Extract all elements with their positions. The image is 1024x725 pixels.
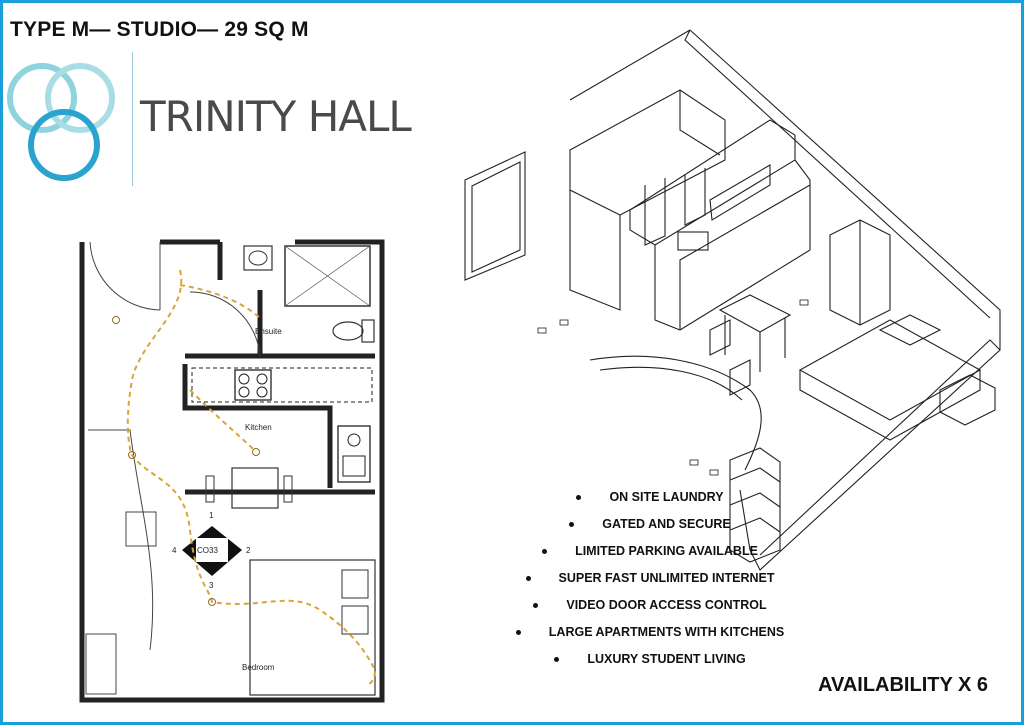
feature-text: ON SITE LAUNDRY: [609, 490, 724, 504]
storage-unit: [85, 633, 117, 695]
logo-divider: [132, 52, 133, 186]
camera-tag: CO33: [197, 546, 218, 555]
feature-text: LUXURY STUDENT LIVING: [587, 652, 746, 666]
camera-view-1: 1: [209, 511, 214, 520]
hob: [234, 369, 272, 401]
camera-view-3: 3: [209, 581, 214, 590]
feature-text: VIDEO DOOR ACCESS CONTROL: [566, 598, 767, 612]
brand-name: TRINITY HALL: [140, 92, 412, 141]
feature-item: LARGE APARTMENTS WITH KITCHENS: [440, 619, 860, 646]
features-list: ON SITE LAUNDRY GATED AND SECURE LIMITED…: [440, 484, 860, 673]
floor-plan: Ensuite Kitchen CO33 1 2 3 4 Bedroom: [79, 239, 385, 703]
shower: [284, 245, 371, 307]
desk-curve: [88, 429, 154, 651]
iso-desk: [589, 355, 762, 471]
basin: [243, 245, 273, 271]
iso-table: [709, 294, 792, 396]
dining-table: [231, 467, 279, 509]
trinity-hall-logo: [7, 63, 115, 181]
kitchen-label: Kitchen: [245, 423, 272, 432]
feature-item: VIDEO DOOR ACCESS CONTROL: [440, 592, 860, 619]
feature-item: SUPER FAST UNLIMITED INTERNET: [440, 565, 860, 592]
entrance-door-swing: [89, 241, 161, 311]
page-title: TYPE M— STUDIO— 29 SQ M: [10, 18, 309, 41]
bullet-icon: [554, 657, 560, 663]
ensuite-label: Ensuite: [255, 327, 282, 336]
bullet-icon: [542, 549, 548, 555]
bedroom-label: Bedroom: [242, 663, 275, 672]
bed: [249, 559, 376, 696]
logo-ring-1: [7, 63, 77, 133]
sink: [337, 425, 371, 483]
ensuite-walls: [185, 242, 375, 359]
kitchen-counters: [182, 364, 375, 495]
feature-item: GATED AND SECURE: [440, 511, 860, 538]
feature-text: GATED AND SECURE: [602, 517, 731, 531]
bullet-icon: [576, 495, 582, 501]
iso-kitchen: [629, 119, 811, 331]
toilet: [361, 319, 375, 343]
logo-ring-3: [28, 109, 100, 181]
bullet-icon: [569, 522, 575, 528]
feature-text: LARGE APARTMENTS WITH KITCHENS: [548, 625, 785, 639]
availability-label: AVAILABILITY X 6: [818, 674, 989, 696]
camera-marker: CO33 1 2 3 4: [172, 511, 251, 590]
iso-bathroom: [569, 89, 726, 216]
isometric-view: [464, 29, 1001, 571]
iso-outer-wall: [689, 29, 1001, 571]
feature-item: LUXURY STUDENT LIVING: [440, 646, 860, 673]
ensuite-door-swing: [189, 291, 261, 357]
feature-text: SUPER FAST UNLIMITED INTERNET: [558, 571, 775, 585]
feature-item: LIMITED PARKING AVAILABLE: [440, 538, 860, 565]
camera-view-4: 4: [172, 546, 177, 555]
feature-text: LIMITED PARKING AVAILABLE: [575, 544, 758, 558]
plan-walls: [79, 239, 385, 703]
iso-shelves: [729, 447, 781, 563]
desk-chair: [125, 511, 157, 547]
bullet-icon: [515, 630, 521, 636]
camera-view-2: 2: [246, 546, 251, 555]
circulation-path: [126, 269, 377, 686]
logo-ring-2: [45, 63, 115, 133]
bullet-icon: [533, 603, 539, 609]
feature-item: ON SITE LAUNDRY: [440, 484, 860, 511]
bullet-icon: [525, 576, 531, 582]
